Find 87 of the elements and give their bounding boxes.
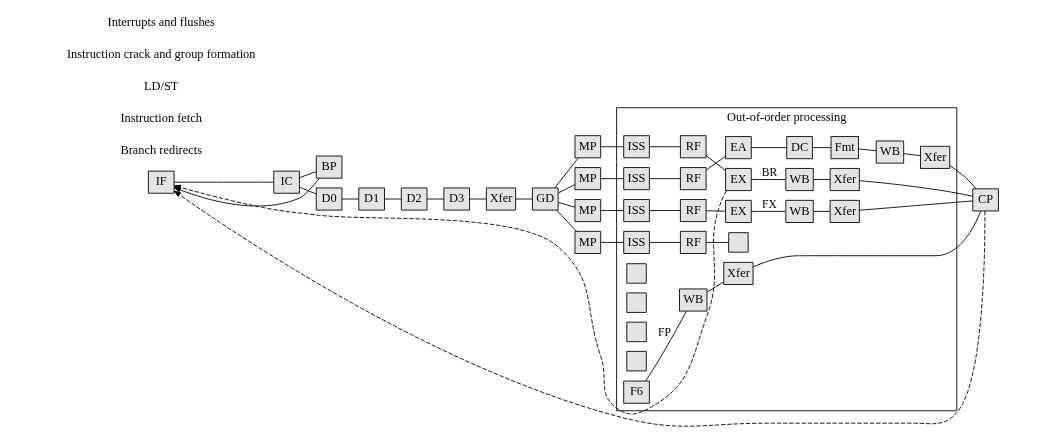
connector — [750, 147, 788, 149]
connector — [600, 210, 624, 211]
connector — [649, 146, 681, 148]
connector — [750, 210, 786, 212]
node-box: Xfer — [829, 168, 860, 192]
connector — [649, 178, 681, 180]
node-box: D3 — [443, 187, 470, 211]
connector — [299, 171, 317, 179]
node-box: IF — [147, 170, 175, 194]
node-box: WB — [679, 288, 708, 312]
connector — [384, 198, 402, 200]
node-box: WB — [785, 199, 814, 223]
node-box — [626, 350, 647, 372]
connector — [859, 180, 973, 197]
connector — [813, 179, 831, 180]
node-box: MP — [574, 199, 602, 223]
connector — [705, 242, 730, 243]
node-box: BP — [315, 155, 343, 179]
label: Branch redirects — [120, 142, 202, 157]
connector — [557, 201, 576, 208]
node-box: CP — [972, 188, 999, 212]
connector — [600, 178, 624, 180]
node-box: RF — [679, 135, 707, 159]
connector — [813, 210, 831, 212]
connector — [426, 198, 445, 200]
connector — [705, 210, 726, 212]
node-box: EA — [725, 136, 752, 160]
node-box: Fmt — [830, 136, 859, 160]
node-box: RF — [679, 230, 707, 254]
connector — [341, 198, 360, 200]
node-box: MP — [574, 230, 602, 254]
connector — [645, 310, 687, 382]
edge-label: BR — [761, 166, 778, 179]
connector — [554, 157, 579, 189]
node-box: MP — [574, 135, 602, 159]
connector — [705, 155, 726, 171]
connector — [649, 242, 681, 243]
node-box — [626, 263, 647, 284]
connector — [556, 209, 577, 232]
label: Instruction fetch — [120, 110, 202, 125]
node-box: Xfer — [723, 261, 754, 285]
node-box: MP — [574, 167, 602, 191]
node-box: GD — [532, 187, 559, 211]
node-box: RF — [679, 167, 707, 191]
node-box: ISS — [623, 230, 650, 254]
label: LD/ST — [144, 78, 179, 93]
node-box: Xfer — [829, 199, 860, 223]
node-box: WB — [785, 168, 814, 192]
node-box: D2 — [400, 187, 428, 211]
node-box: ISS — [623, 135, 650, 159]
connector — [949, 165, 977, 190]
connector — [299, 186, 317, 195]
connector — [557, 184, 576, 194]
connector — [903, 153, 921, 157]
node-box — [626, 292, 647, 313]
node-box: Xfer — [920, 145, 951, 169]
arrow — [173, 190, 986, 427]
connector — [812, 147, 832, 149]
node-box: DC — [786, 136, 813, 160]
connector — [858, 148, 877, 152]
node-box: ISS — [623, 199, 650, 223]
connector — [649, 210, 681, 211]
node-box: ISS — [623, 167, 650, 191]
node-box: RF — [679, 199, 707, 223]
connector — [515, 198, 533, 200]
connector — [706, 281, 725, 293]
edge-label: FP — [658, 325, 671, 338]
label: Interrupts and flushes — [107, 14, 215, 29]
connector — [750, 179, 786, 180]
connector — [469, 198, 487, 200]
connector — [600, 146, 624, 148]
node-box: Xfer — [485, 187, 517, 211]
edge-label: FX — [762, 198, 777, 211]
label: Instruction crack and group formation — [66, 46, 256, 61]
connector — [859, 200, 973, 211]
node-box: WB — [875, 140, 905, 164]
connector — [752, 210, 982, 268]
connector — [600, 242, 624, 243]
node-box — [626, 321, 647, 343]
node-box: F6 — [623, 380, 650, 404]
node-box: D1 — [358, 187, 385, 211]
node-box: D0 — [315, 187, 343, 211]
node-box: EX — [725, 168, 752, 192]
node-box: IC — [273, 170, 300, 194]
node-box — [728, 232, 749, 253]
connector — [173, 181, 274, 183]
node-box: EX — [725, 199, 752, 223]
